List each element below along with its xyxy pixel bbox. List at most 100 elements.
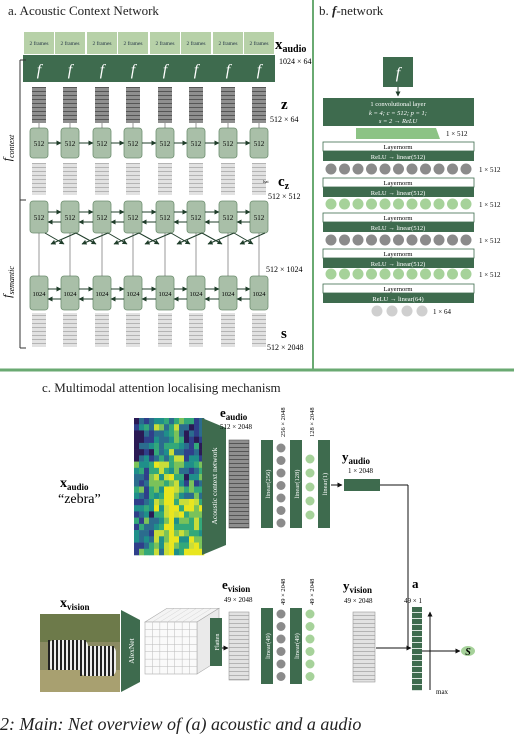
spectro-cell [174, 480, 180, 487]
spectro-cell [139, 517, 145, 525]
spectro-cell [179, 517, 185, 525]
spectro-cell [149, 517, 155, 525]
ctx-block-label: 512 [128, 140, 139, 148]
spectro-cell [194, 517, 200, 525]
spectro-cell [169, 492, 175, 500]
spectro-cell [159, 436, 165, 444]
spectro-cell [184, 436, 190, 444]
spectro-cell [134, 442, 140, 450]
spectro-cell [154, 418, 160, 425]
spectro-cell [189, 461, 195, 469]
spectro-cell [199, 498, 205, 506]
spectro-cell [184, 430, 190, 437]
audio-hidden-node [276, 506, 286, 515]
layernorm-label: Layernorm [384, 251, 413, 258]
spectro-cell [169, 486, 175, 494]
spectro-cell [179, 430, 185, 437]
spectro-cell [169, 418, 175, 425]
spectro-cell [189, 436, 195, 444]
audio-out-node [305, 510, 315, 520]
frame-label: 2 frames [29, 40, 48, 47]
frame-label: 2 frames [186, 40, 205, 47]
spectro-cell [184, 505, 190, 512]
spectro-cell [164, 542, 170, 550]
vision-out-node [305, 609, 315, 619]
f-semantic-label: fsemantic [0, 266, 16, 298]
layernorm-label: Layernorm [384, 286, 413, 293]
spectro-cell [194, 449, 200, 456]
lin128-label: linear(128) [294, 470, 301, 499]
a-cell [412, 613, 422, 619]
audio-hidden-node [276, 456, 286, 465]
frame-cell [55, 32, 85, 54]
ctx-block-label: 512 [65, 140, 76, 148]
spectro-cell [184, 498, 190, 506]
a-vector [412, 607, 422, 691]
spectro-cell [179, 474, 185, 481]
spectro-cell [149, 430, 155, 437]
relu-linear-bar [323, 222, 474, 232]
spectro-cell [164, 449, 170, 456]
audio-out-node [305, 482, 315, 492]
layernorm-label: Layernorm [384, 144, 413, 151]
audio-out-node [305, 468, 315, 478]
neuron-node [352, 163, 364, 175]
audio-hidden-node [276, 493, 286, 503]
spectro-cell [179, 486, 185, 494]
cz-column [221, 163, 235, 195]
spectro-cell [169, 436, 175, 444]
spectro-cell [194, 430, 200, 437]
y-audio-bar [344, 479, 380, 491]
spectro-cell [159, 511, 165, 518]
spectro-cell [134, 449, 140, 456]
lin49b-label: linear(49) [294, 633, 301, 659]
vision-hidden-node [276, 622, 286, 631]
spectro-cell [164, 436, 170, 444]
s-column [63, 313, 77, 347]
spectro-cell [154, 424, 160, 431]
spectro-cell [149, 511, 155, 518]
spectro-cell [164, 467, 170, 475]
spectro-cell [139, 548, 145, 556]
spectro-cell [199, 436, 205, 444]
spectro-cell [144, 449, 150, 456]
spectro-cell [174, 455, 180, 462]
spectro-cell [134, 505, 140, 512]
sem-block-label: 512 [128, 214, 139, 222]
spectro-cell [194, 442, 200, 450]
vision-mlp-nodes [276, 609, 315, 681]
spectro-cell [139, 523, 145, 531]
audio-hidden-node [276, 481, 286, 490]
a-cell [412, 625, 422, 631]
vision-out-node [305, 622, 315, 631]
spectro-cell [139, 461, 145, 469]
sem-block-label: 512 [160, 214, 171, 222]
spectro-cell [189, 492, 195, 500]
neuron-node [433, 234, 445, 246]
spectro-cell [169, 517, 175, 525]
spectro-cell [159, 480, 165, 487]
f-block [54, 55, 86, 82]
max-label: max [436, 688, 449, 696]
spectro-cell [199, 511, 205, 518]
a-cell [412, 637, 422, 643]
e-audio-dims: 512 × 2048 [220, 423, 252, 431]
spectro-cell [134, 461, 140, 469]
cz-column [158, 163, 172, 195]
spectro-cell [169, 511, 175, 518]
spectro-cell [174, 498, 180, 506]
lin1-label: linear(1) [322, 473, 329, 495]
neuron-node [366, 268, 377, 280]
neuron-node [379, 234, 391, 246]
spectro-cell [159, 442, 165, 450]
spectro-cell [159, 424, 165, 431]
s-column [221, 313, 235, 347]
neuron-node [366, 234, 377, 246]
lin256-label: linear(256) [265, 470, 272, 499]
spectro-cell [179, 530, 185, 537]
spectro-cell [139, 442, 145, 450]
spectro-cell [174, 523, 180, 531]
cz-dims: 512 × 512 [268, 192, 301, 201]
spectro-cell [144, 436, 150, 444]
neuron-node [406, 268, 418, 280]
